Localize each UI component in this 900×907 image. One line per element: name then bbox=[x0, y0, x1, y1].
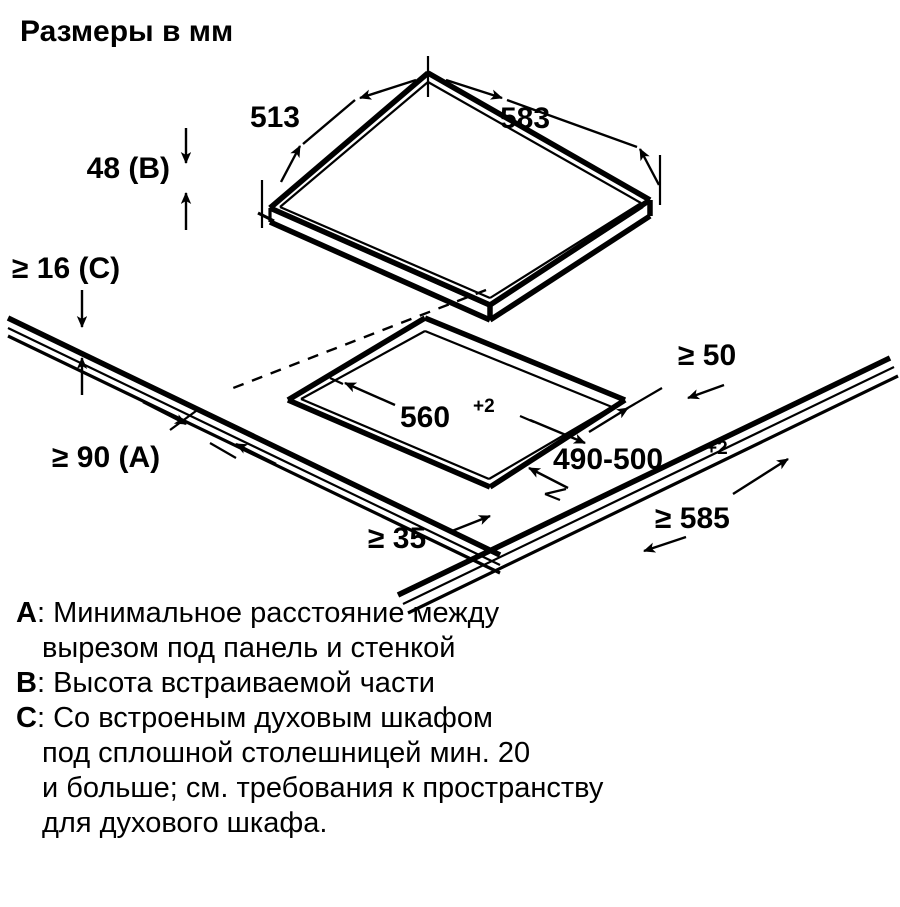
dimension-50: ≥ 50 bbox=[678, 339, 736, 400]
dimension-583: 583 bbox=[445, 78, 662, 205]
legend-key-c: C bbox=[16, 702, 37, 734]
legend-item-c-line-3: для духового шкафа. bbox=[16, 806, 886, 841]
dim-label-513: 513 bbox=[250, 101, 300, 134]
legend-item-b-line-0: B: Высота встраиваемой части bbox=[16, 666, 886, 701]
legend-key-a: A bbox=[16, 597, 37, 629]
dimension-513: 513 bbox=[250, 56, 430, 228]
dimension-585: ≥ 585 bbox=[643, 457, 789, 553]
legend-text-a-0: Минимальное расстояние между bbox=[53, 597, 500, 629]
dim-label-490-500-sup: +2 bbox=[706, 438, 728, 459]
legend-text-b-0: Высота встраиваемой части bbox=[53, 667, 435, 699]
dimension-90-A: ≥ 90 (A) bbox=[52, 400, 277, 474]
dim-label-560-sup: +2 bbox=[473, 396, 495, 417]
dim-label-16c: ≥ 16 (C) bbox=[12, 252, 120, 285]
legend-text-c-3: для духового шкафа. bbox=[42, 807, 328, 839]
legend-item-c-line-2: и больше; см. требования к пространству bbox=[16, 771, 886, 806]
countertop-cutout bbox=[286, 315, 627, 490]
legend-text-a-1: вырезом под панель и стенкой bbox=[42, 632, 456, 664]
legend-item-a-line-0: A: Минимальное расстояние между bbox=[16, 596, 886, 631]
dimension-560: 560 +2 bbox=[329, 377, 586, 445]
legend-item-c-line-1: под сплошной столешницей мин. 20 bbox=[16, 736, 886, 771]
legend-text-c-2: и больше; см. требования к пространству bbox=[42, 772, 604, 804]
legend-key-b: B bbox=[16, 667, 37, 699]
countertop bbox=[6, 315, 899, 615]
projection-dashed-line bbox=[227, 288, 487, 392]
hob-panel bbox=[257, 70, 653, 323]
dim-label-490-500: 490-500 bbox=[553, 443, 663, 476]
legend-sep-c: : bbox=[36, 702, 46, 734]
legend: A: Минимальное расстояние между вырезом … bbox=[16, 596, 886, 841]
dimension-48-B: 48 (B) bbox=[87, 128, 192, 230]
dim-label-50: ≥ 50 bbox=[678, 339, 736, 372]
legend-item-a-line-1: вырезом под панель и стенкой bbox=[16, 631, 886, 666]
legend-sep-b: : bbox=[36, 667, 46, 699]
dim-label-583: 583 bbox=[500, 102, 550, 135]
dim-label-585: ≥ 585 bbox=[655, 502, 730, 535]
legend-text-c-0: Со встроеным духовым шкафом bbox=[53, 702, 493, 734]
legend-sep-a: : bbox=[36, 597, 46, 629]
legend-item-c-line-0: C: Со встроеным духовым шкафом bbox=[16, 701, 886, 736]
dim-label-90a: ≥ 90 (A) bbox=[52, 441, 160, 474]
dim-label-35: ≥ 35 bbox=[368, 522, 426, 555]
dimension-16-C: ≥ 16 (C) bbox=[12, 252, 120, 395]
dim-label-560: 560 bbox=[400, 401, 450, 434]
dimension-490-500: 490-500 +2 bbox=[528, 387, 728, 502]
dim-label-48b: 48 (B) bbox=[87, 152, 170, 185]
legend-text-c-1: под сплошной столешницей мин. 20 bbox=[42, 737, 531, 769]
dimension-35: ≥ 35 bbox=[368, 514, 491, 555]
page-title: Размеры в мм bbox=[20, 15, 234, 48]
